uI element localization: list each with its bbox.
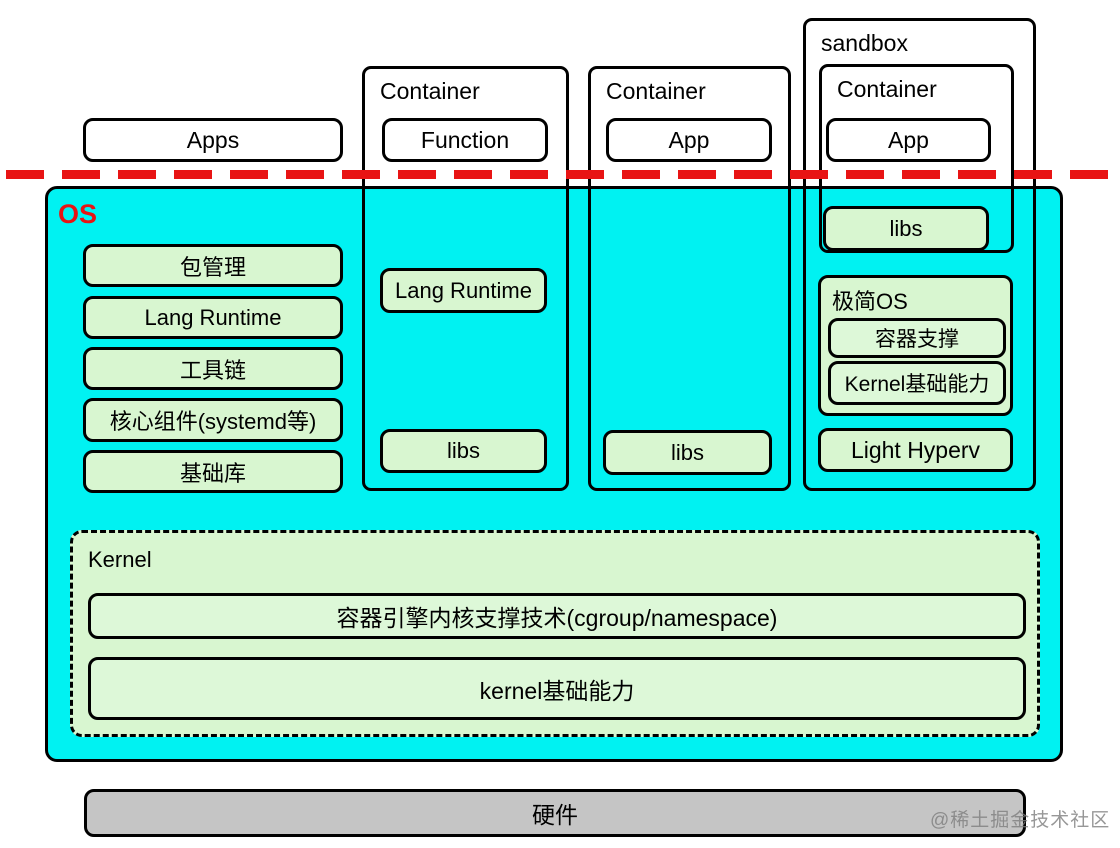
kernel-label: Kernel	[88, 547, 152, 572]
os-stack-item: 基础库	[83, 450, 343, 493]
app-chip-container-3: App	[826, 118, 991, 162]
mini-os-box: 极简OS 容器支撑 Kernel基础能力	[818, 275, 1013, 416]
container-1-libs: libs	[380, 429, 547, 473]
app-chip-container-2: App	[606, 118, 772, 162]
container-1-title: Container	[380, 78, 480, 104]
container-2-box: Container	[588, 66, 791, 491]
user-kernel-boundary-line	[6, 170, 1120, 179]
os-stack-item: Lang Runtime	[83, 296, 343, 339]
watermark-text: @稀土掘金技术社区	[930, 810, 1111, 831]
sandbox-label: sandbox	[821, 30, 908, 56]
os-stack-item: 工具链	[83, 347, 343, 390]
function-chip: Function	[382, 118, 548, 162]
kernel-item-cgroup: 容器引擎内核支撑技术(cgroup/namespace)	[88, 593, 1026, 639]
sandbox-box: sandbox	[803, 18, 1036, 491]
kernel-box: Kernel 容器引擎内核支撑技术(cgroup/namespace) kern…	[70, 530, 1040, 737]
container-1-lang-runtime: Lang Runtime	[380, 268, 547, 313]
os-stack-item: 核心组件(systemd等)	[83, 398, 343, 442]
os-label: OS	[58, 199, 98, 229]
container-3-title: Container	[837, 76, 937, 102]
container-2-title: Container	[606, 78, 706, 104]
container-1-box: Container	[362, 66, 569, 491]
os-stack-item: 包管理	[83, 244, 343, 287]
kernel-item-basic: kernel基础能力	[88, 657, 1026, 720]
container-2-libs: libs	[603, 430, 772, 475]
hardware-box: 硬件	[84, 789, 1026, 837]
mini-os-item: 容器支撑	[828, 318, 1006, 358]
mini-os-label: 极简OS	[832, 289, 908, 314]
sandbox-libs: libs	[823, 206, 989, 251]
apps-box: Apps	[83, 118, 343, 162]
container-3-box: Container	[819, 64, 1014, 253]
mini-os-item: Kernel基础能力	[828, 361, 1006, 405]
light-hyperv-box: Light Hyperv	[818, 428, 1013, 472]
